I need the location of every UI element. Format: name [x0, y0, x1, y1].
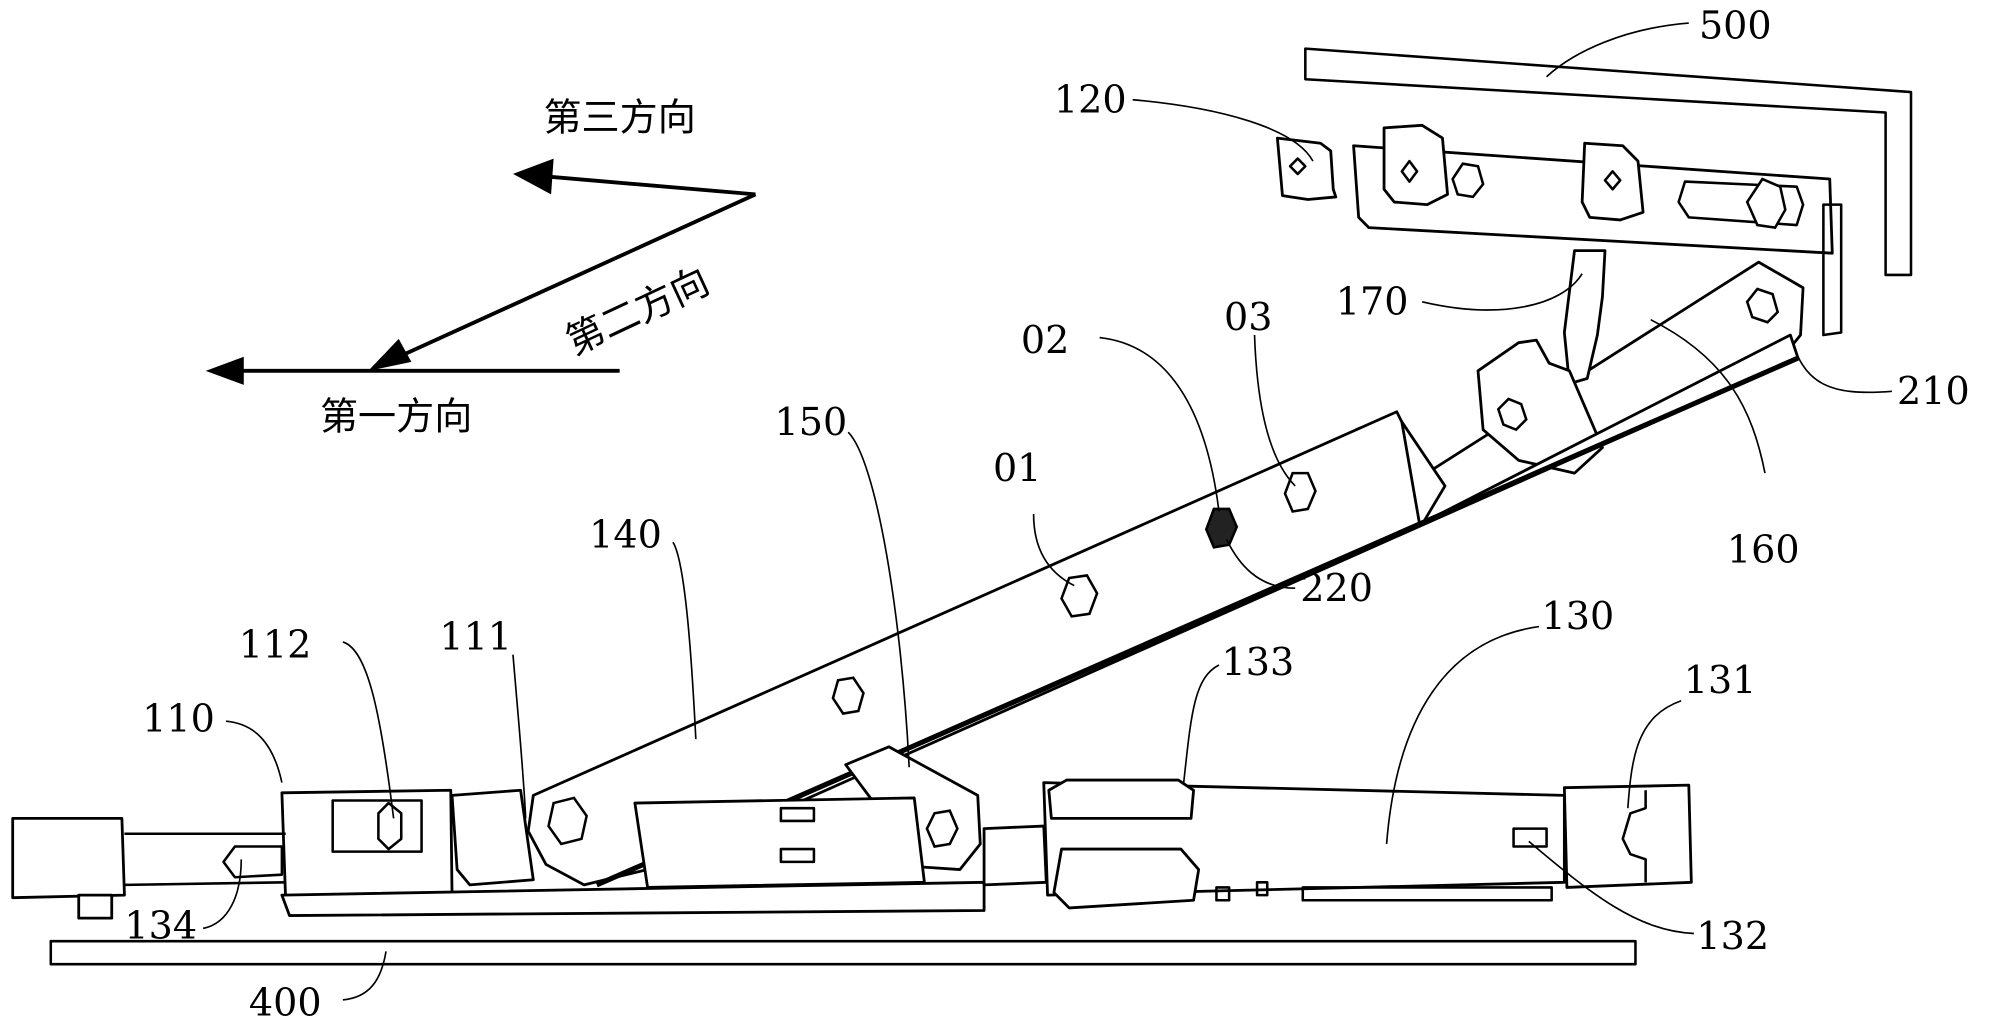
hinge-plate-120 — [1275, 123, 1843, 337]
ref-140: 140 — [589, 513, 662, 557]
ref-133: 133 — [1222, 641, 1295, 685]
third-direction-arrowhead — [512, 158, 554, 195]
ref-111: 111 — [439, 615, 512, 659]
second-direction-arrowhead — [368, 338, 412, 371]
base-plate-400 — [49, 939, 1637, 966]
ref-160: 160 — [1727, 529, 1800, 573]
frame-500 — [1304, 47, 1913, 277]
ref-110: 110 — [142, 697, 215, 741]
ref-03: 03 — [1224, 296, 1272, 340]
second-direction-arrow — [395, 192, 757, 360]
ref-131: 131 — [1684, 659, 1757, 703]
rail-130 — [11, 778, 1693, 920]
ref-500: 500 — [1699, 4, 1772, 48]
ref-132: 132 — [1696, 915, 1769, 959]
third-direction-arrow — [545, 174, 756, 197]
ref-400: 400 — [249, 981, 322, 1023]
ref-120: 120 — [1054, 78, 1127, 122]
second-direction-label: 第二方向 — [560, 260, 717, 365]
first-direction-label: 第一方向 — [320, 396, 472, 440]
ref-210: 210 — [1897, 370, 1970, 414]
ref-220: 220 — [1300, 567, 1373, 611]
direction-indicator: 第三方向 第二方向 第一方向 — [205, 96, 757, 440]
reference-numerals: 500 120 170 210 160 03 02 01 220 150 140… — [124, 4, 1969, 1023]
slide-block-110 — [280, 788, 535, 903]
ref-170: 170 — [1336, 280, 1409, 324]
ref-150: 150 — [775, 401, 848, 445]
ref-01: 01 — [993, 447, 1041, 491]
first-direction-arrowhead — [205, 356, 244, 385]
ref-130: 130 — [1542, 595, 1615, 639]
ref-112: 112 — [239, 623, 312, 667]
leader-lines — [202, 22, 1893, 1001]
third-direction-label: 第三方向 — [543, 96, 695, 140]
ref-02: 02 — [1021, 319, 1069, 363]
ref-134: 134 — [124, 904, 197, 948]
